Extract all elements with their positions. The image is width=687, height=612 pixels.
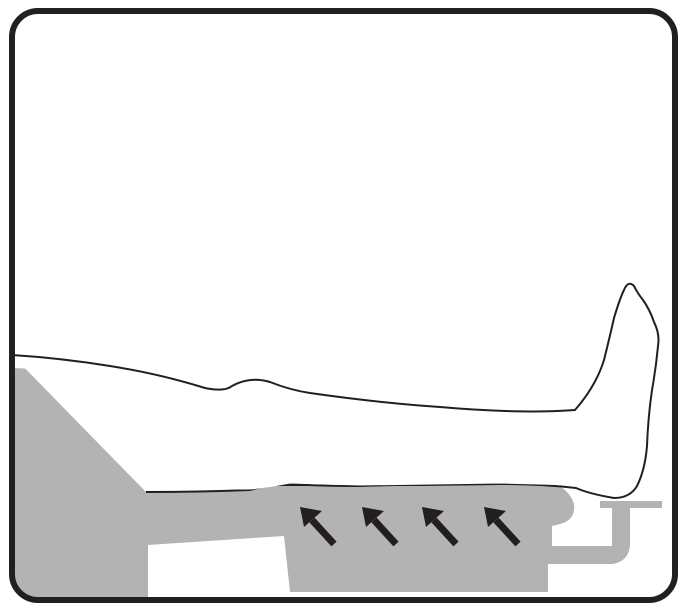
arrow-up-left-icon <box>300 507 337 547</box>
frame-border <box>9 8 678 603</box>
arrow-up-left-icon <box>422 507 459 547</box>
pressure-arrows <box>300 507 521 547</box>
leg-outline <box>12 282 660 500</box>
arrow-up-left-icon <box>362 507 399 547</box>
pad-surface-line <box>146 480 579 490</box>
bed-support <box>12 368 662 600</box>
arrow-up-left-icon <box>484 507 521 547</box>
